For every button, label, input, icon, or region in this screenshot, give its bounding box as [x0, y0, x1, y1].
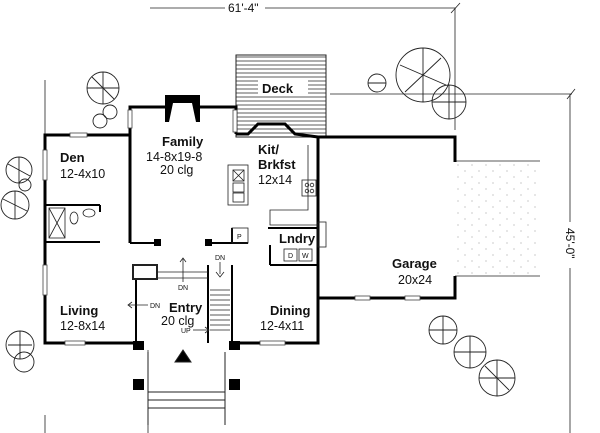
- posts: [133, 239, 240, 390]
- entry-ceiling: 20 clg: [161, 314, 194, 328]
- depth-dimension: 45'-0": [563, 228, 577, 259]
- kitchen-name-2: Brkfst: [258, 157, 296, 172]
- dining-name: Dining: [270, 303, 310, 318]
- family-ceiling: 20 clg: [160, 163, 193, 177]
- washer-label: W: [302, 253, 309, 260]
- landscape-trees: [0, 47, 516, 397]
- deck-label: Deck: [262, 81, 294, 96]
- den-size: 12-4x10: [60, 167, 105, 181]
- laundry-appliances: [283, 248, 313, 262]
- kitchen-fixtures: [227, 145, 327, 248]
- garage-size: 20x24: [398, 273, 432, 287]
- exterior-walls: [43, 105, 457, 345]
- porch: [147, 349, 226, 425]
- family-size: 14-8x19-8: [146, 150, 202, 164]
- dining-size: 12-4x11: [260, 319, 304, 333]
- living-name: Living: [60, 303, 98, 318]
- driveway: [455, 161, 540, 276]
- kitchen-size: 12x14: [258, 173, 292, 187]
- width-dimension: 61'-4": [228, 1, 259, 15]
- bathroom-fixtures: [48, 207, 96, 239]
- stair-down-label-2: DN: [215, 255, 225, 262]
- family-name: Family: [162, 134, 204, 149]
- stairs: [127, 257, 230, 334]
- pantry-label: P: [237, 234, 242, 241]
- garage-name: Garage: [392, 256, 437, 271]
- stair-up-label: UP: [181, 328, 191, 335]
- laundry-name: Lndry: [279, 231, 316, 246]
- entry-name: Entry: [169, 300, 203, 315]
- stair-down-label-3: DN: [150, 303, 160, 310]
- dryer-label: D: [288, 253, 293, 260]
- den-name: Den: [60, 150, 85, 165]
- windows: [42, 109, 421, 346]
- stair-down-label-1: DN: [178, 285, 188, 292]
- fireplace: [165, 95, 200, 122]
- kitchen-name-1: Kit/: [258, 142, 279, 157]
- living-size: 12-8x14: [60, 319, 105, 333]
